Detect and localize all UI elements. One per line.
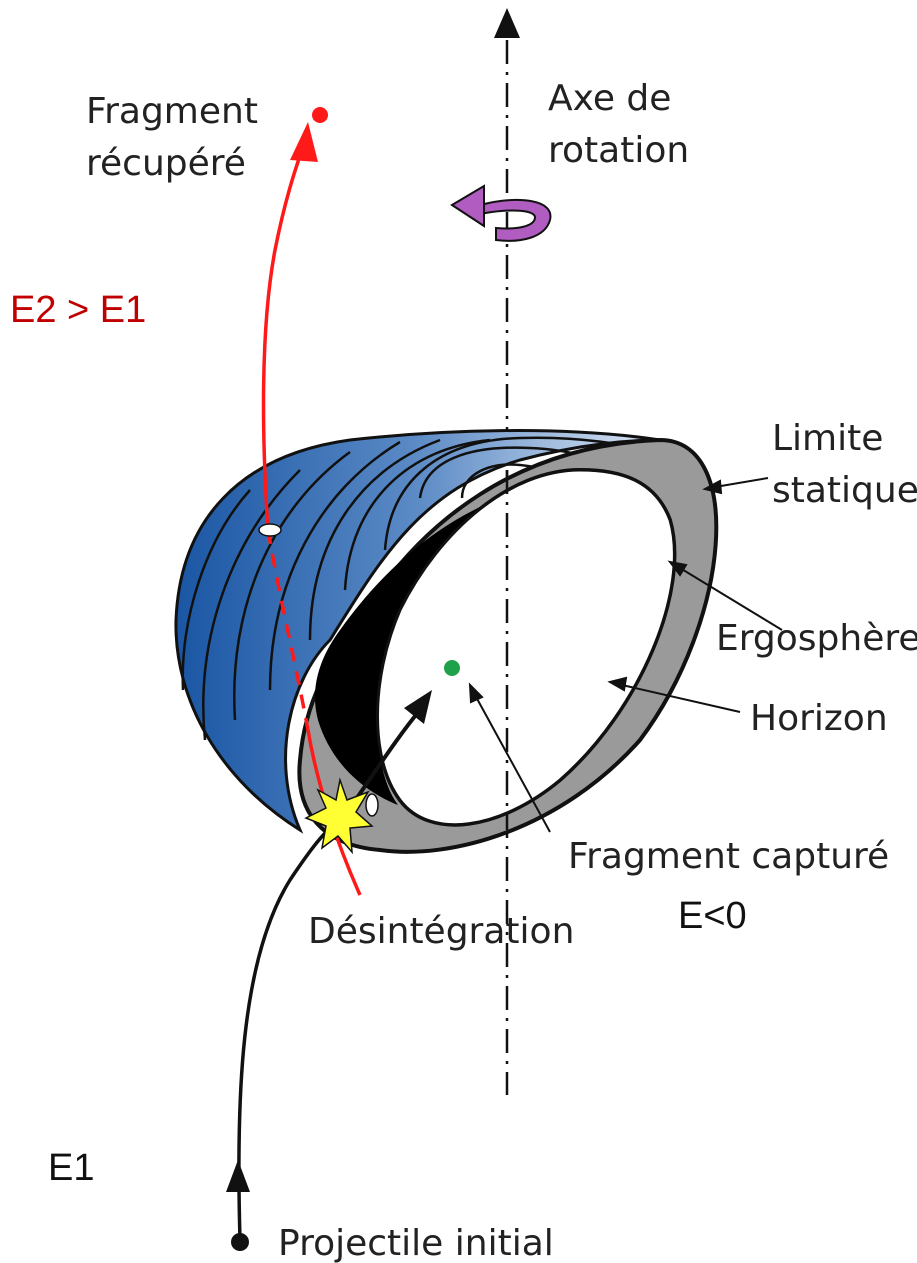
ergosphere-label: Ergosphère xyxy=(716,618,917,659)
fragment-recovered-label-2: récupéré xyxy=(86,143,246,184)
initial-path-arrowhead xyxy=(226,1160,250,1192)
fragment-recovered-label-1: Fragment xyxy=(86,91,258,132)
horizon-opening xyxy=(378,470,675,825)
static-limit-label-2: statique xyxy=(772,470,917,511)
rotation-axis-label-1: Axe de xyxy=(548,78,671,119)
rotation-direction-icon xyxy=(452,186,550,241)
surface-crossing-marker xyxy=(259,524,281,536)
static-limit-label-1: Limite xyxy=(772,418,883,459)
initial-projectile-path xyxy=(239,820,340,1240)
initial-projectile-dot xyxy=(231,1233,249,1251)
initial-projectile-label: Projectile initial xyxy=(278,1223,554,1263)
fragment-captured-label: Fragment capturé xyxy=(568,836,889,877)
energy-captured-label: E<0 xyxy=(678,895,747,937)
fragment-marker xyxy=(366,794,378,816)
recovered-fragment-dot xyxy=(312,107,328,123)
rotation-axis-arrowhead xyxy=(494,8,520,38)
disintegration-label: Désintégration xyxy=(308,911,574,952)
horizon-label: Horizon xyxy=(750,698,888,739)
rotation-axis-label-2: rotation xyxy=(548,130,689,171)
captured-fragment-dot xyxy=(444,660,460,676)
recovered-path-arrowhead xyxy=(290,122,318,162)
energy-initial-label: E1 xyxy=(48,1147,94,1189)
energy-recovered-label: E2 > E1 xyxy=(10,289,146,331)
